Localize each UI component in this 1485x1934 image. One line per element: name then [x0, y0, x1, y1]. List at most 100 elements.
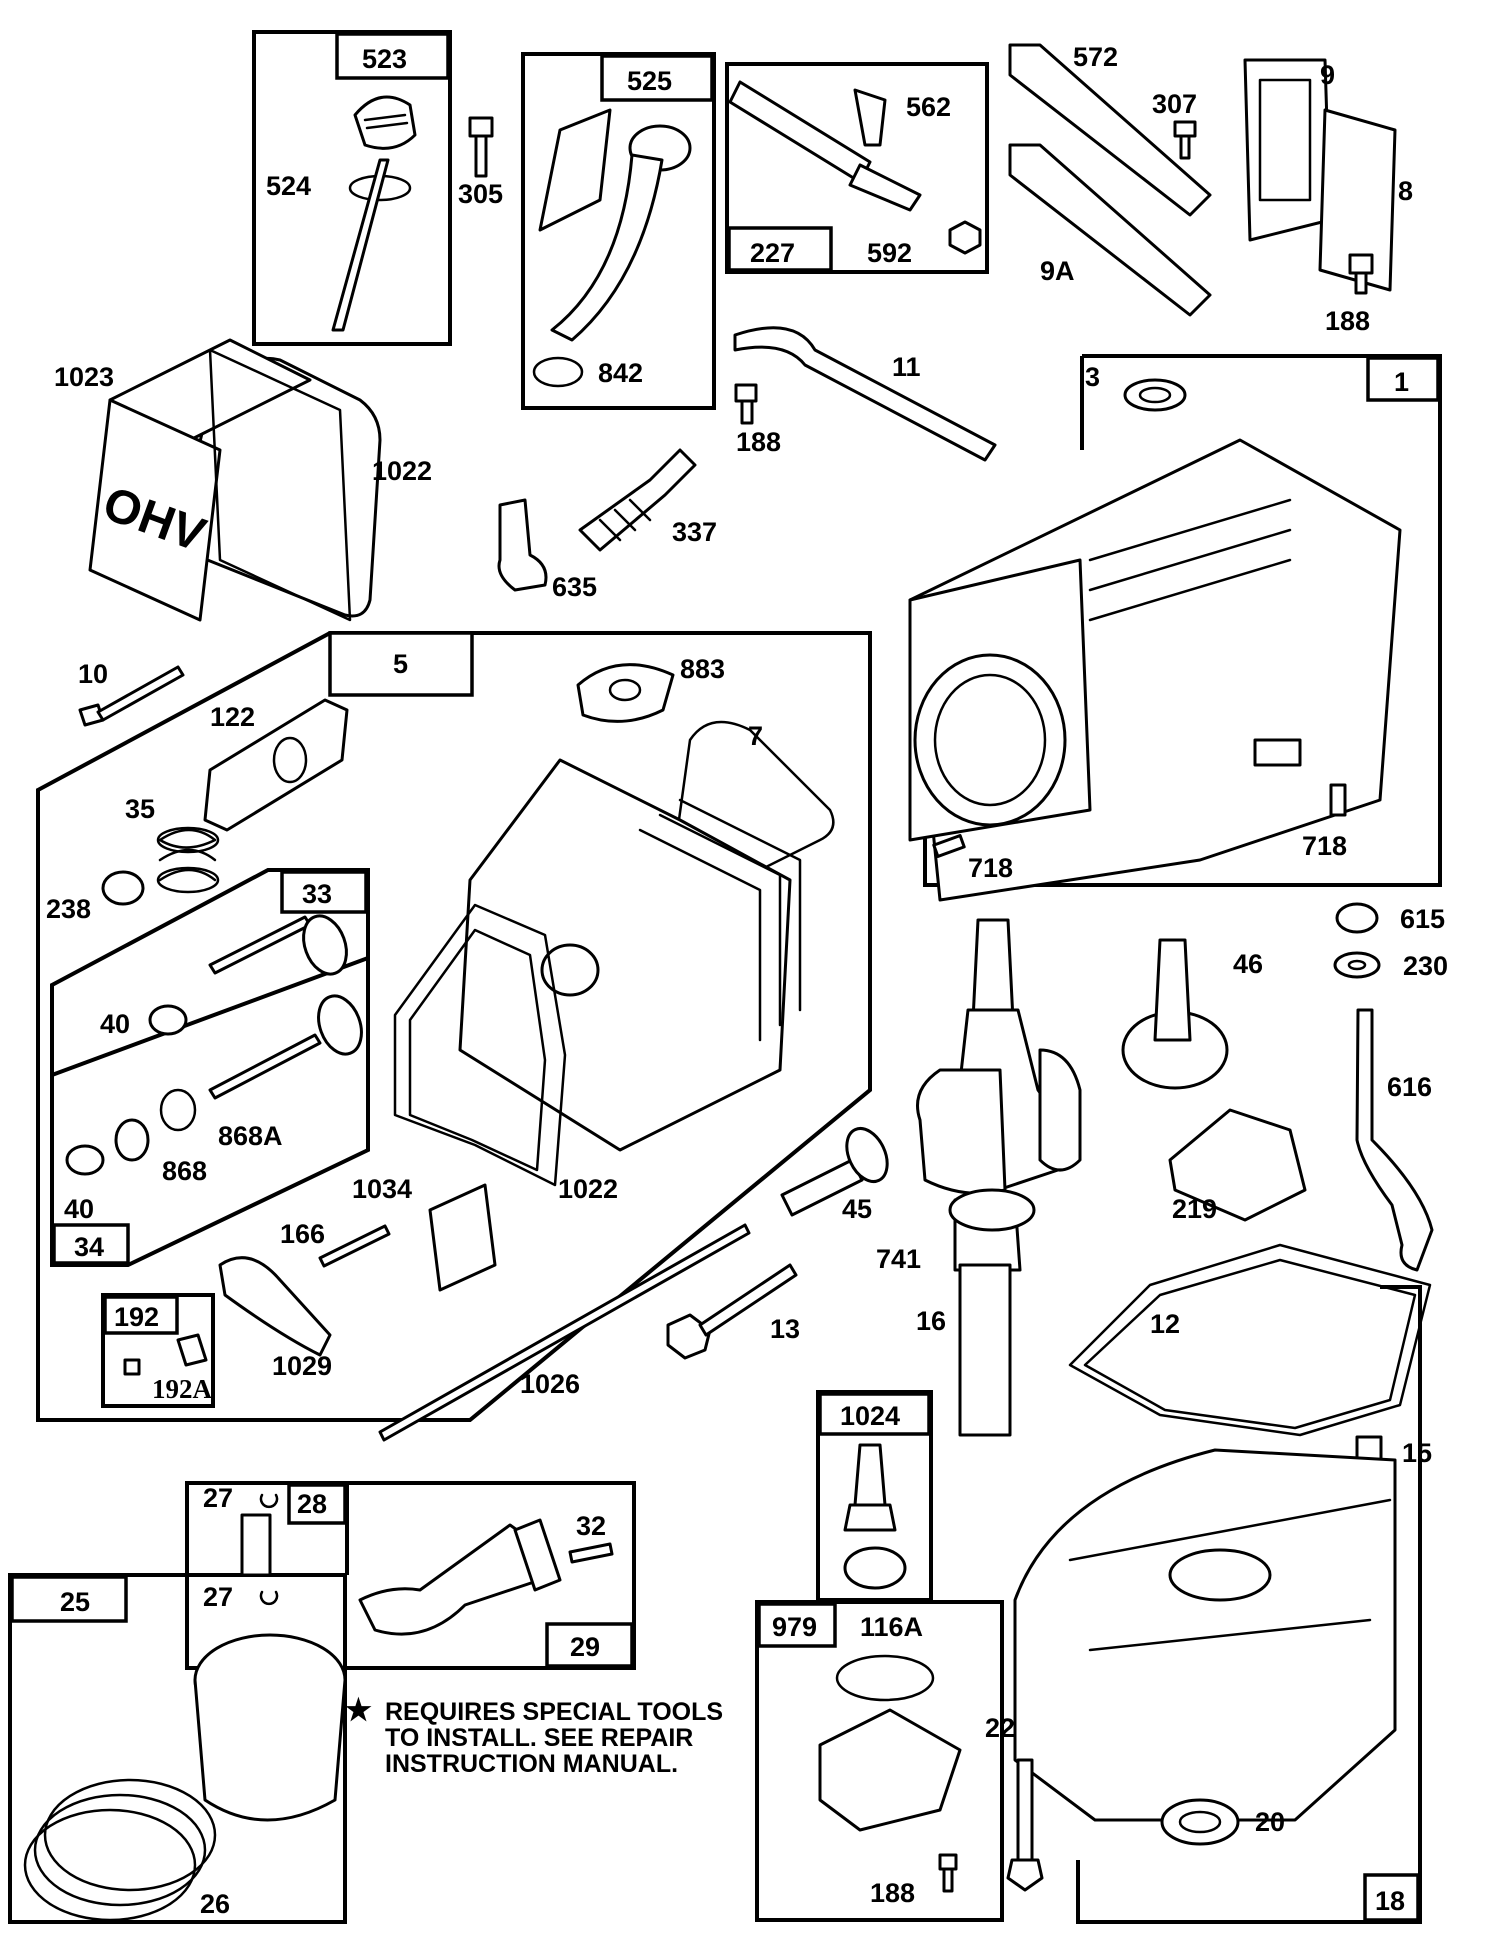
- label-238: 238: [46, 894, 91, 924]
- ohv-cover-icon: OHV: [88, 338, 382, 622]
- box-525: [521, 52, 716, 410]
- box-18: [1076, 1285, 1422, 1924]
- tag-227: [727, 226, 833, 272]
- label-5: 5: [393, 649, 408, 679]
- tag-979: [757, 1602, 837, 1648]
- sump-gasket-icon: [1068, 1243, 1432, 1437]
- dowel-pin-icon: [932, 783, 1347, 858]
- note-line-3: INSTRUCTION MANUAL.: [385, 1750, 678, 1778]
- label-9a: 9A: [1040, 256, 1075, 286]
- label-18: 18: [1375, 1886, 1405, 1916]
- box-33-34: [50, 868, 370, 1267]
- label-572: 572: [1073, 42, 1118, 72]
- push-rod-icon: [378, 1223, 751, 1442]
- bolt-188-icon: [1348, 253, 1374, 295]
- exhaust-valve-icon: [208, 914, 348, 976]
- label-741: 741: [876, 1244, 921, 1274]
- label-26: 26: [200, 1889, 230, 1919]
- washer-615-icon: [1333, 902, 1381, 979]
- label-635: 635: [552, 572, 597, 602]
- part-labels: 523 524 305 525 842 562 227 592 572 307 …: [46, 42, 1448, 1919]
- special-tools-note: ★ REQUIRES SPECIAL TOOLS TO INSTALL. SEE…: [345, 1694, 723, 1778]
- label-979: 979: [772, 1612, 817, 1642]
- bolt-32-icon: [568, 1542, 614, 1564]
- label-188b: 188: [736, 427, 781, 457]
- bolt-22-icon: [1006, 1758, 1044, 1892]
- breather-tube-icon: [733, 326, 997, 462]
- bolt-305-icon: [468, 116, 494, 178]
- adjust-screw-icon: [123, 1333, 208, 1376]
- label-883: 883: [680, 654, 725, 684]
- label-40a: 40: [100, 1009, 130, 1039]
- rocker-arm-icon: [218, 1256, 332, 1357]
- label-227: 227: [750, 238, 795, 268]
- piston-icon: [193, 1633, 347, 1822]
- box-25: [8, 1573, 347, 1924]
- tag-29: [545, 1622, 634, 1668]
- valve-seal-icon: [65, 1004, 197, 1176]
- spark-plug-icon: [578, 448, 697, 552]
- label-1022a: 1022: [372, 456, 432, 486]
- label-35: 35: [125, 794, 155, 824]
- label-524: 524: [266, 171, 311, 201]
- label-3: 3: [1085, 362, 1100, 392]
- label-307: 307: [1152, 89, 1197, 119]
- tag-25: [10, 1575, 128, 1623]
- bolt-13-icon: [666, 1263, 798, 1360]
- label-29: 29: [570, 1632, 600, 1662]
- gasket-572-icon: [1008, 43, 1212, 317]
- oil-seal-20-icon: [1160, 1798, 1240, 1846]
- label-8: 8: [1398, 176, 1413, 206]
- label-116a: 116A: [860, 1612, 923, 1642]
- box-523: [252, 30, 452, 346]
- bolt-307-icon: [1173, 120, 1197, 160]
- oil-fill-tube-icon: [532, 108, 692, 388]
- label-11: 11: [892, 352, 921, 382]
- governor-assembly-icon: [1168, 1108, 1307, 1222]
- label-22: 22: [985, 1713, 1015, 1743]
- bracket-227-icon: [728, 80, 982, 255]
- dipstick-icon: [331, 95, 417, 332]
- tag-33: [280, 870, 368, 914]
- label-337: 337: [672, 517, 717, 547]
- label-868: 868: [162, 1156, 207, 1186]
- label-45: 45: [842, 1194, 872, 1224]
- label-192a: 192A: [152, 1374, 213, 1404]
- bolt-188c-icon: [938, 1853, 958, 1893]
- head-gasket-1022-icon: [393, 903, 567, 1187]
- tag-523: [335, 32, 450, 80]
- tag-28: [287, 1483, 347, 1525]
- label-525: 525: [627, 66, 672, 96]
- label-28: 28: [297, 1489, 327, 1519]
- valve-spring-icon: [156, 826, 220, 894]
- label-305: 305: [458, 179, 503, 209]
- plate-1034-icon: [428, 1183, 497, 1292]
- label-16: 16: [916, 1306, 946, 1336]
- label-1034: 1034: [352, 1174, 412, 1204]
- cylinder-head-icon: [458, 758, 802, 1152]
- tag-192: [103, 1295, 179, 1335]
- elbow-fitting-icon: [497, 498, 548, 592]
- governor-link-icon: [1355, 1008, 1434, 1272]
- label-1022b: 1022: [558, 1174, 618, 1204]
- box-227: [725, 62, 989, 274]
- group-frames: [8, 30, 1442, 1924]
- label-718b: 718: [1302, 831, 1347, 861]
- label-27b: 27: [203, 1582, 233, 1612]
- label-562: 562: [906, 92, 951, 122]
- label-615: 615: [1400, 904, 1445, 934]
- cap-238-icon: [101, 870, 145, 906]
- label-1023: 1023: [54, 362, 114, 392]
- tag-1024: [818, 1392, 931, 1436]
- plate-122-icon: [203, 698, 349, 832]
- label-592: 592: [867, 238, 912, 268]
- intake-valve-icon: [208, 994, 363, 1100]
- camshaft-icon: [1121, 938, 1229, 1090]
- box-979: [755, 1600, 1004, 1922]
- label-27a: 27: [203, 1483, 233, 1513]
- note-line-1: REQUIRES SPECIAL TOOLS: [385, 1698, 723, 1726]
- label-188a: 188: [1325, 306, 1370, 336]
- tag-1: [1366, 356, 1440, 402]
- label-33: 33: [302, 879, 332, 909]
- label-7: 7: [748, 721, 763, 751]
